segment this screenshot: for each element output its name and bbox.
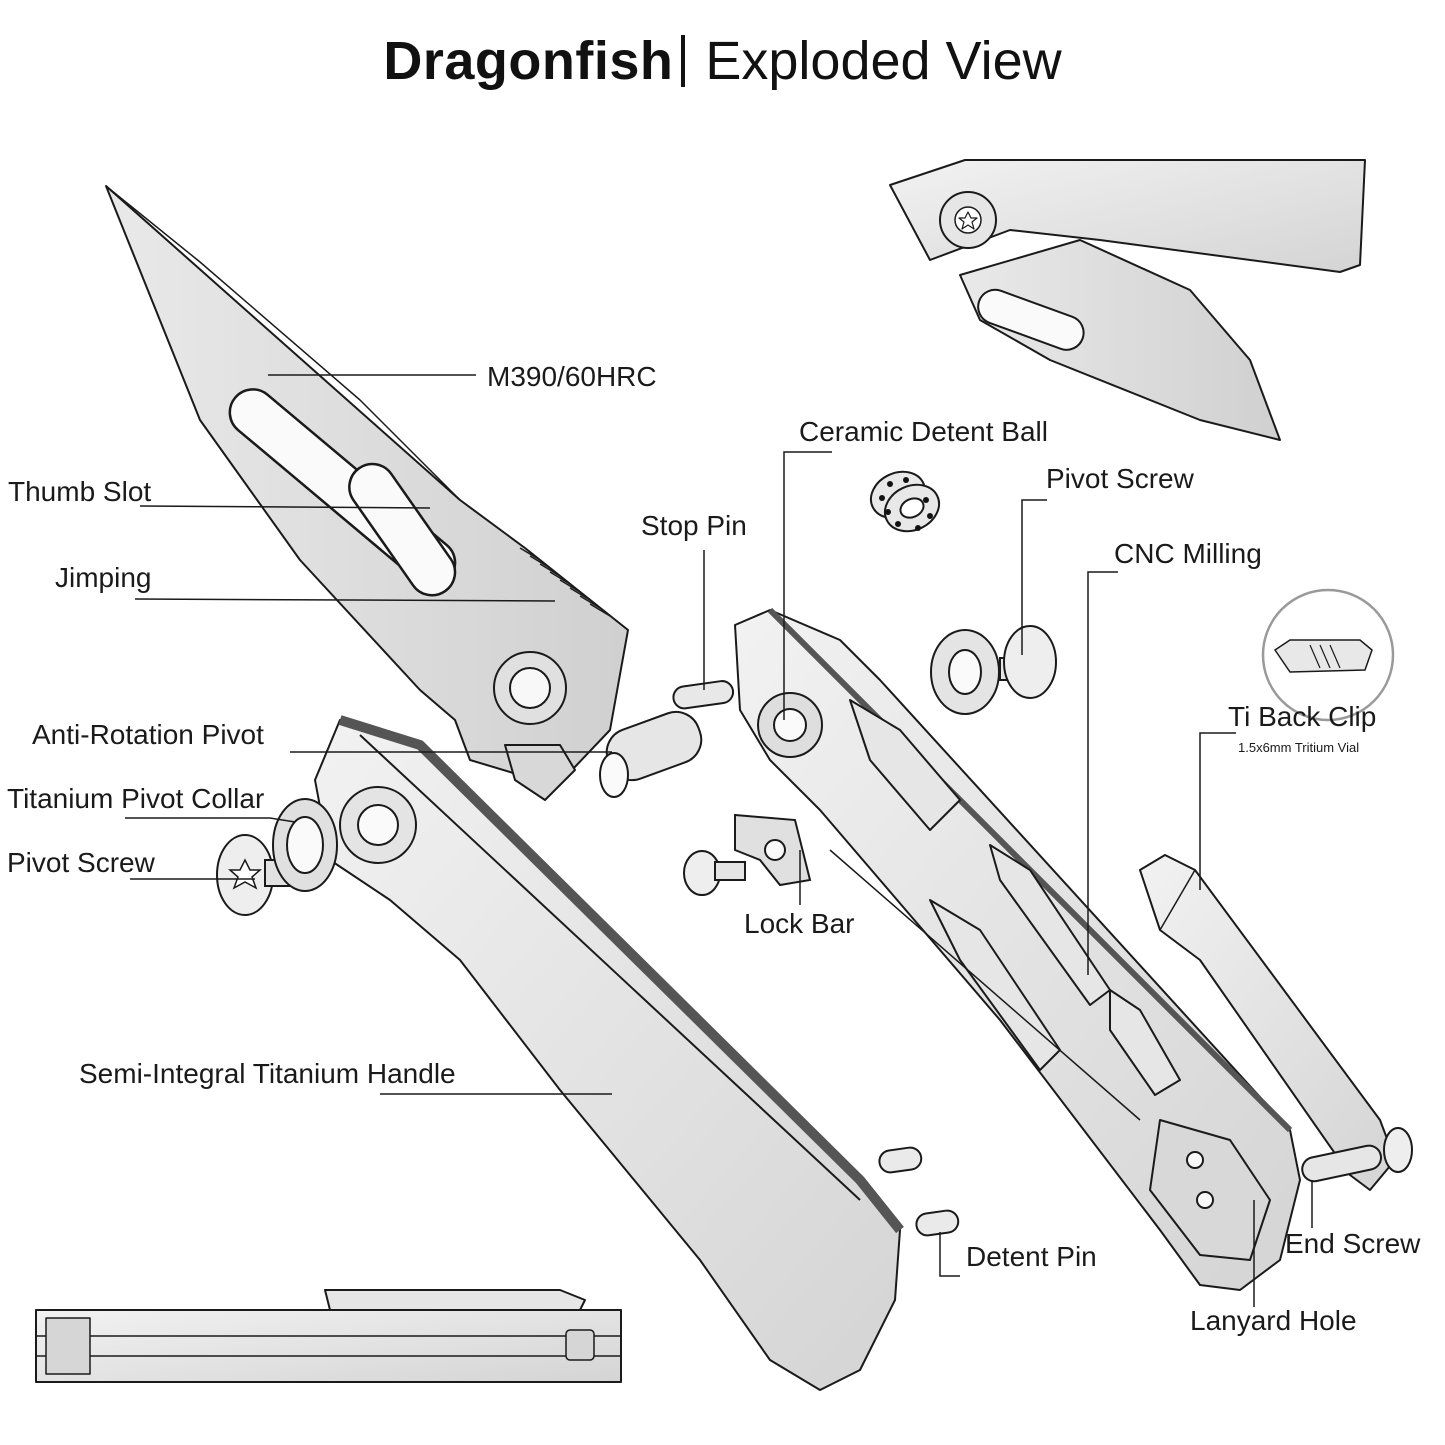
label-lock-bar: Lock Bar — [744, 908, 855, 939]
label-blade-steel: M390/60HRC — [487, 361, 657, 392]
label-detent-pin: Detent Pin — [966, 1241, 1097, 1272]
leader-ceramic — [783, 451, 832, 720]
label-ti-back-clip: Ti Back Clip — [1228, 701, 1377, 732]
inset-torx-icon — [958, 211, 978, 230]
title-subtitle: Exploded View — [705, 31, 1062, 91]
titanium-pivot-collar-part — [272, 798, 338, 892]
label-cnc-milling: CNC Milling — [1114, 538, 1262, 569]
leader-detent-pin — [939, 1232, 960, 1277]
lock-bar-part — [683, 813, 812, 896]
label-anti-rotation-pivot: Anti-Rotation Pivot — [32, 719, 264, 750]
leader-lines — [125, 374, 1313, 1307]
stop-pin-part — [672, 680, 735, 710]
label-thumb-slot: Thumb Slot — [8, 476, 152, 507]
leader-thumb-slot — [139, 505, 431, 509]
title-brand: Dragonfish — [383, 31, 674, 91]
side-profile-view — [35, 1289, 622, 1383]
semi-integral-handle — [314, 715, 904, 1391]
label-stop-pin: Stop Pin — [641, 510, 747, 541]
detent-pin-part — [878, 1146, 960, 1237]
jimping-ridges — [519, 547, 611, 617]
cnc-milled-frame — [734, 607, 1301, 1291]
leader-cnc — [1087, 571, 1118, 975]
torx-star-icon — [228, 858, 262, 890]
label-lanyard-hole: Lanyard Hole — [1190, 1305, 1357, 1336]
label-ceramic-detent-ball: Ceramic Detent Ball — [799, 416, 1048, 447]
ti-back-clip-part — [1139, 854, 1396, 1191]
title-separator — [681, 35, 686, 87]
label-tritium-vial: 1.5x6mm Tritium Vial — [1238, 740, 1360, 755]
label-titanium-pivot-collar: Titanium Pivot Collar — [7, 783, 265, 814]
leader-clip — [1199, 732, 1236, 890]
label-end-screw: End Screw — [1285, 1228, 1421, 1259]
label-pivot-screw-right: Pivot Screw — [1046, 463, 1194, 494]
clip-detail-inset — [1261, 588, 1395, 722]
blade — [105, 185, 629, 801]
leader-jimping — [134, 598, 556, 602]
end-screw-part — [1301, 1127, 1413, 1183]
pivot-screw-right-part — [930, 625, 1057, 715]
label-pivot-screw-left: Pivot Screw — [7, 847, 155, 878]
ceramic-detent-ball-part — [869, 470, 941, 533]
label-semi-integral-handle: Semi-Integral Titanium Handle — [79, 1058, 456, 1089]
leader-collar — [125, 817, 296, 823]
label-jimping: Jimping — [55, 562, 152, 593]
anti-rotation-pivot-part — [599, 710, 703, 798]
leader-pivot-screw-right — [1021, 499, 1047, 655]
page-title: Dragonfish Exploded View — [0, 30, 1445, 92]
closed-knife-inset — [889, 159, 1366, 441]
